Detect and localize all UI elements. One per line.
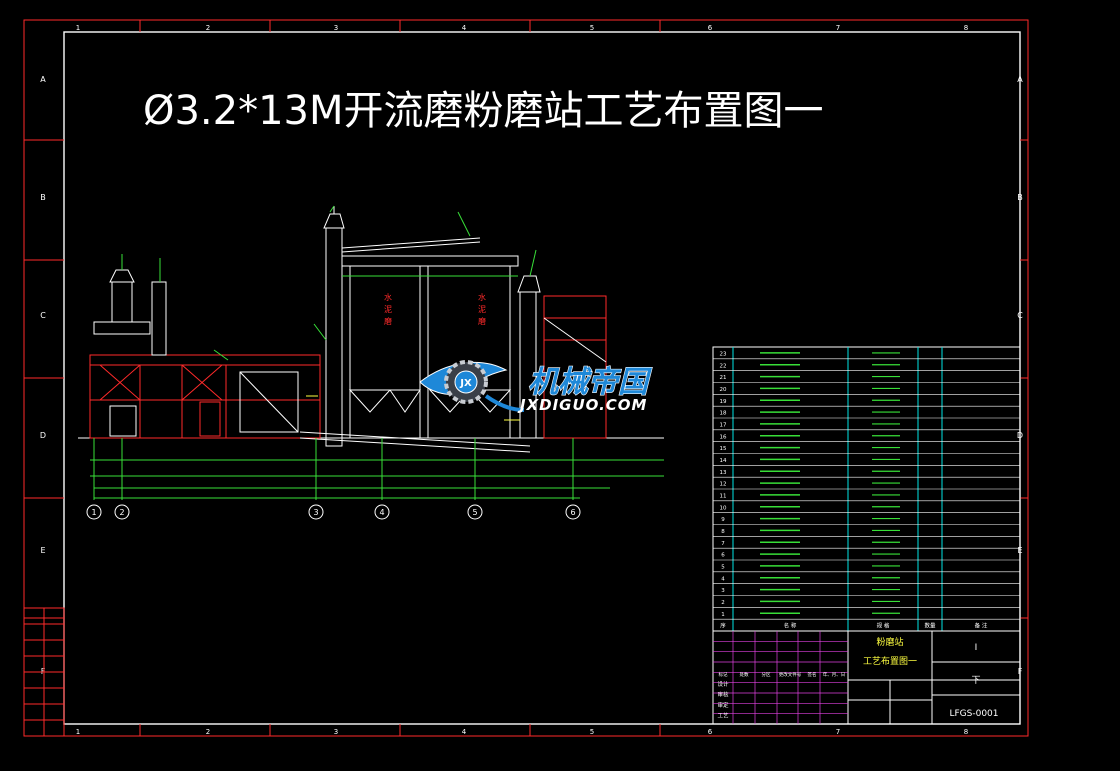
zone-row-label: B [40,193,46,202]
parts-row-number: 9 [721,517,725,523]
parts-row-number: 20 [720,387,727,393]
parts-row-number: 15 [720,446,727,452]
zone-col-label: 4 [462,24,467,32]
title-block-header-cell: 分区 [762,671,771,678]
watermark-logo: JX 机械帝国 JXDIGUO.COM [419,360,654,414]
parts-row-number: 16 [720,434,727,440]
parts-row-number: 3 [721,588,725,594]
title-block-name: 粉磨站 [876,636,903,648]
parts-row-number: 13 [720,470,727,476]
drawing-number: LFGS-0001 [949,709,998,719]
sheet-mark: I [975,643,978,653]
title-block-role: 审定 [717,701,729,709]
svg-text:磨: 磨 [478,316,486,326]
axis-bubble: 4 [374,504,390,520]
drawing-title: Ø3.2*13M开流磨粉磨站工艺布置图一 [143,88,824,134]
title-block-subname: 工艺布置图一 [863,655,917,667]
title-block-header-cell: 更改文件号 [779,671,802,678]
parts-table-header: 备 注 [975,622,988,630]
zone-col-label: 6 [708,24,713,32]
gear-logo-icon: JX [419,360,525,412]
parts-row-number: 1 [721,612,725,618]
svg-text:水: 水 [478,292,486,302]
zone-col-label: 8 [964,24,968,32]
title-block-header-cell: 处数 [740,671,749,678]
zone-col-label: 5 [590,24,594,32]
parts-row-number: 8 [721,529,725,535]
zone-row-label: D [40,431,46,440]
parts-row-number: 17 [720,423,727,429]
zone-row-label: B [1017,193,1023,202]
axis-bubble: 6 [565,504,581,520]
title-block-header-cell: 标记 [719,671,728,678]
zone-row-label: A [40,75,46,84]
title-block-role: 审核 [717,691,729,699]
parts-row-number: 22 [720,363,727,369]
zone-col-label: 7 [836,24,840,32]
parts-row-number: 7 [721,541,725,547]
parts-row-number: 23 [720,352,727,358]
zone-col-label: 3 [334,728,338,736]
zone-col-label: 1 [76,728,80,736]
grid-axis-bubbles: 1 2 3 4 5 6 [86,504,581,520]
parts-row-number: 18 [720,411,727,417]
parts-row-number: 21 [720,375,727,381]
title-block-role: 工艺 [717,713,729,720]
svg-text:水: 水 [384,292,392,302]
axis-bubble: 5 [467,504,483,520]
zone-col-label: 8 [964,728,968,736]
svg-text:1: 1 [91,508,96,517]
svg-text:2: 2 [119,508,124,517]
axis-bubble: 1 [86,504,102,520]
zone-col-label: 2 [206,728,210,736]
parts-row-number: 4 [721,576,725,582]
zone-col-label: 3 [334,24,338,32]
title-block-role: 设计 [717,680,729,688]
parts-row-number: 10 [720,505,727,511]
zone-row-label: E [40,546,45,555]
zone-col-label: 7 [836,728,840,736]
parts-list-table: 2322212019181716151413121110987654321序名 … [712,346,1021,632]
zone-col-label: 6 [708,728,713,736]
svg-text:5: 5 [472,508,477,517]
parts-table-header: 序 [720,622,726,630]
zone-row-label: C [40,311,46,320]
left-revision-strip [23,607,65,737]
svg-text:泥: 泥 [478,305,486,314]
parts-row-number: 19 [720,399,727,405]
svg-text:6: 6 [570,508,575,517]
zone-col-label: 4 [462,728,467,736]
zone-row-label: C [1017,311,1023,320]
zone-row-label: A [1017,75,1023,84]
parts-table-header: 名 称 [784,622,797,630]
parts-row-number: 14 [720,458,727,464]
parts-table-header: 规 格 [877,622,890,630]
axis-bubble: 2 [114,504,130,520]
watermark-title: 机械帝国 [528,365,653,400]
parts-row-number: 5 [721,565,725,571]
svg-text:磨: 磨 [384,316,392,326]
svg-text:JX: JX [459,378,472,389]
title-block-header-cell: 年、月、日 [823,671,846,678]
watermark-url: JXDIGUO.COM [517,396,647,414]
parts-row-number: 6 [721,553,725,559]
parts-row-number: 12 [720,482,727,488]
parts-table-header: 数量 [924,622,936,630]
zone-col-label: 5 [590,728,594,736]
title-block: 粉磨站工艺布置图一 LFGS-0001 I 下 设计审核审定工艺 标记 处数 分区 更改文件号签… [712,630,1021,725]
svg-text:3: 3 [313,508,318,517]
sheet-mark: 下 [971,676,980,686]
zone-col-label: 2 [206,24,210,32]
zone-col-label: 1 [76,24,80,32]
axis-bubble: 3 [308,504,324,520]
parts-row-number: 2 [721,600,725,606]
svg-text:泥: 泥 [384,305,392,314]
parts-row-number: 11 [720,494,727,500]
process-elevation-drawing: 水 泥 磨 水 泥 磨 [78,205,664,500]
svg-text:4: 4 [379,508,384,517]
title-block-header-cell: 签名 [808,671,817,678]
